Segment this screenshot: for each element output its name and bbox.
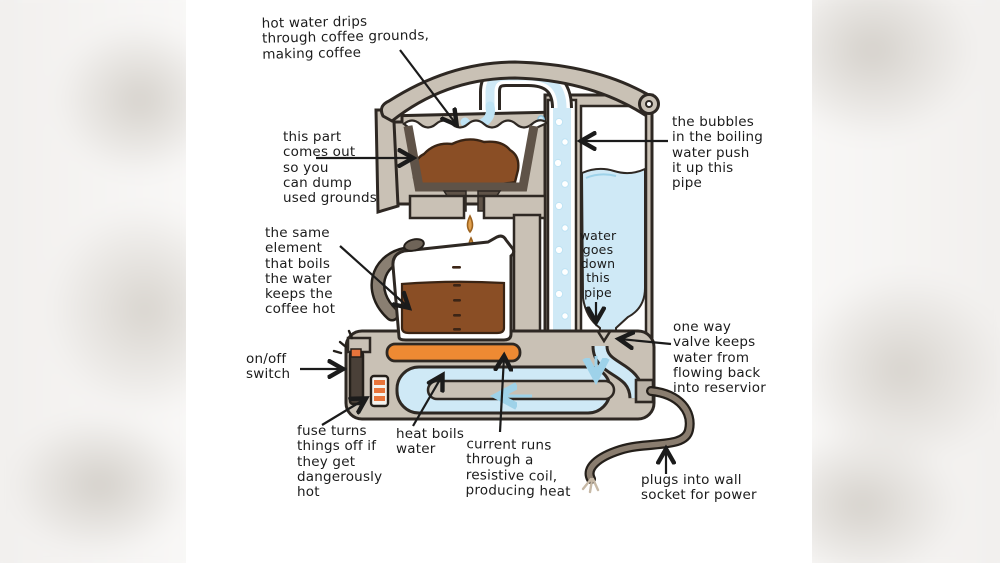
center-column (512, 213, 542, 337)
cord-frayed-end (581, 477, 600, 494)
one-way-valve (595, 329, 613, 344)
coffee-in-carafe (400, 280, 506, 335)
arrow-current (500, 357, 504, 433)
arrow-valve (620, 339, 672, 344)
label-switch: on/off switch (246, 351, 291, 383)
spark-marks (332, 329, 354, 355)
label-bubbles: the bubbles in the boiling water push it… (672, 114, 764, 191)
label-removable-part: this part comes out so you can dump used… (283, 129, 377, 206)
power-cord (581, 386, 695, 494)
label-down-pipe: water goes down this pipe (579, 228, 617, 300)
arrow-hot-water (399, 49, 456, 124)
carafe-lid-knob (403, 238, 425, 252)
water-reservoir (579, 104, 648, 349)
fuse-component (369, 374, 390, 408)
heating-element (385, 342, 522, 363)
machine-base (332, 329, 656, 421)
label-warming-element: the same element that boils the water ke… (265, 225, 336, 318)
label-plug: plugs into wall socket for power (641, 472, 757, 504)
measure-marks (452, 266, 461, 331)
carafe (370, 234, 516, 342)
lid-arch (380, 60, 660, 123)
label-valve: one way valve keeps water from flowing b… (673, 319, 766, 396)
hinge (638, 93, 660, 115)
label-heat-boils: heat boils water (396, 426, 465, 458)
label-hot-water: hot water drips through coffee grounds, … (261, 13, 430, 63)
arrow-warming-element (339, 245, 408, 307)
arrow-fuse (321, 399, 365, 426)
blurred-letterbox-right (812, 0, 1000, 563)
label-fuse: fuse turns things off if they get danger… (297, 423, 383, 500)
annotation-arrows (300, 49, 672, 474)
arrow-heat-boils (412, 376, 442, 427)
blurred-letterbox-left (0, 0, 186, 563)
label-current: current runs through a resistive coil, p… (465, 436, 571, 500)
